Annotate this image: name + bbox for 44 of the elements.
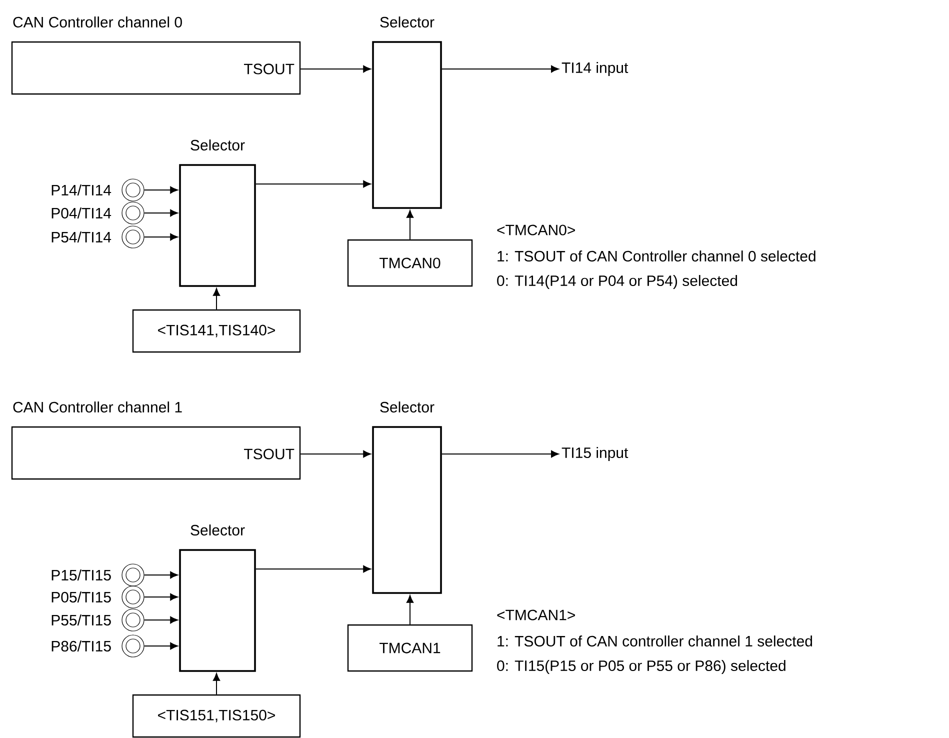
register-box: <TIS141,TIS140> xyxy=(132,309,301,353)
note-text: 1: TSOUT of CAN Controller channel 0 selected xyxy=(498,250,816,262)
arrow xyxy=(144,593,178,601)
pin-label: P14/TI14 xyxy=(52,184,112,196)
arrow xyxy=(406,595,414,625)
port-label: TSOUT xyxy=(244,64,294,74)
arrow xyxy=(441,65,559,73)
arrow xyxy=(441,450,559,458)
port-label: TSOUT xyxy=(244,448,294,460)
note-heading: <TMCAN1> xyxy=(497,610,575,620)
arrow xyxy=(144,571,178,579)
note-text: 0: TI14(P14 or P04 or P54) selected xyxy=(497,275,738,289)
pin-label: P04/TI14 xyxy=(52,208,112,218)
pin-label: P15/TI15 xyxy=(52,570,111,580)
arrow xyxy=(212,673,220,695)
arrow xyxy=(144,616,178,624)
arrow xyxy=(255,180,371,188)
output-label: TI15 input xyxy=(562,447,628,461)
heading: Selector xyxy=(380,16,434,28)
arrow xyxy=(144,186,178,194)
register-box: TMCAN0 xyxy=(347,239,473,287)
heading: Selector xyxy=(380,402,434,412)
note-text: 0: TI15(P15 or P05 or P55 or P86) selected xyxy=(497,660,786,674)
heading: Selector xyxy=(190,140,245,150)
arrow xyxy=(300,65,371,73)
pin-label: P55/TI15 xyxy=(52,614,111,626)
note-text: 1: TSOUT of CAN controller channel 1 selected xyxy=(498,636,812,646)
arrow xyxy=(144,233,178,241)
pin-label: P54/TI14 xyxy=(52,232,112,242)
arrow xyxy=(255,565,371,573)
heading: Selector xyxy=(190,524,245,536)
register-box: TMCAN1 xyxy=(347,624,473,672)
arrow xyxy=(144,642,178,650)
output-label: TI14 input xyxy=(562,62,628,76)
heading: CAN Controller channel 1 xyxy=(13,402,182,412)
pin-label: P86/TI15 xyxy=(52,640,111,652)
note-heading: <TMCAN0> xyxy=(497,224,575,236)
pin-label: P05/TI15 xyxy=(52,592,111,602)
arrow xyxy=(212,288,220,310)
arrow xyxy=(144,209,178,217)
arrow xyxy=(300,450,371,458)
heading: CAN Controller channel 0 xyxy=(13,16,182,28)
register-box: <TIS151,TIS150> xyxy=(132,694,301,738)
arrow xyxy=(406,210,414,240)
